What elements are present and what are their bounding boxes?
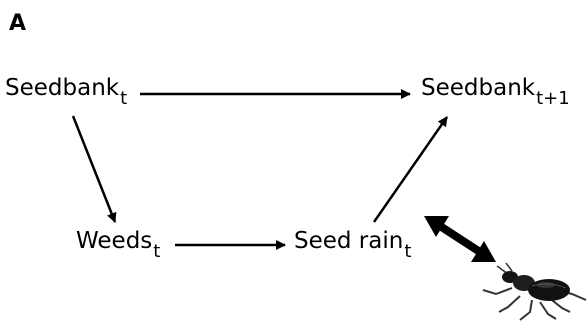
- node-seedbank-t1-name: Seedbank: [421, 75, 536, 101]
- node-seedbank-t: Seedbankt: [5, 75, 127, 108]
- arrow-seed-rain-t-to-seedbank-t1: [372, 116, 449, 223]
- node-seedbank-t1: Seedbankt+1: [421, 75, 570, 108]
- beetle-icon: [482, 262, 587, 321]
- node-seedbank-t1-subscript: t+1: [536, 88, 570, 109]
- node-seed-rain-t-name: Seed rain: [294, 228, 404, 254]
- double-arrow-seed-rain-beetle: [424, 216, 496, 262]
- node-weeds-t-subscript: t: [153, 241, 161, 262]
- node-weeds-t: Weedst: [76, 228, 160, 261]
- node-weeds-t-name: Weeds: [76, 228, 153, 254]
- node-seed-rain-t-subscript: t: [404, 241, 412, 262]
- node-seed-rain-t: Seed raint: [294, 228, 411, 261]
- panel-label: A: [9, 11, 27, 36]
- node-seedbank-t-name: Seedbank: [5, 75, 120, 101]
- arrow-seedbank-t-to-weeds-t: [71, 115, 117, 223]
- node-seedbank-t-subscript: t: [120, 88, 128, 109]
